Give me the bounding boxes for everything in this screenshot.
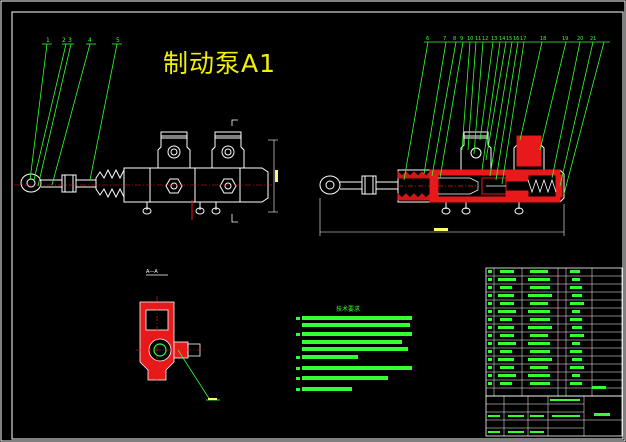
inner-border [11, 11, 624, 440]
balloon-15: 15 [506, 36, 512, 42]
technical-notes-title: 技术要求 [336, 306, 361, 313]
dimension-length [319, 198, 565, 236]
dimension-text-length [434, 228, 448, 231]
balloon-8: 8 [453, 36, 456, 42]
balloon-1: 1 [46, 37, 50, 44]
balloon-16: 16 [513, 36, 519, 42]
balloon-21: 21 [590, 36, 596, 42]
section-hatching [397, 135, 563, 203]
balloon-6: 6 [426, 36, 429, 42]
detail-dim-text [208, 398, 217, 400]
title-block [485, 395, 623, 437]
piston-internals [398, 177, 506, 195]
balloons-left: 1 2 3 4 5 [46, 37, 120, 44]
balloon-5: 5 [116, 37, 120, 44]
section-aa-detail [136, 296, 204, 384]
spring [527, 178, 557, 194]
dimension-height [268, 139, 278, 213]
leaders-left [29, 43, 122, 187]
balloon-7: 7 [443, 36, 446, 42]
balloons-right: 6 7 8 9 10 11 12 13 14 15 16 17 18 19 20… [426, 36, 596, 42]
section-arrows [231, 119, 238, 223]
parts-list [485, 267, 623, 397]
balloon-11: 11 [475, 36, 481, 42]
section-aa-label: A—A [146, 269, 158, 275]
balloon-2: 2 [62, 37, 66, 44]
front-view-assembly [20, 131, 269, 215]
balloon-14: 14 [499, 36, 505, 42]
balloon-10: 10 [467, 36, 473, 42]
balloon-17: 17 [520, 36, 526, 42]
leader-aa [177, 349, 211, 401]
balloon-3: 3 [68, 37, 72, 44]
balloon-18: 18 [540, 36, 546, 42]
balloon-19: 19 [562, 36, 568, 42]
dimension-text-height [275, 170, 278, 182]
balloon-20: 20 [577, 36, 583, 42]
balloon-13: 13 [491, 36, 497, 42]
drawing-title: 制动泵A1 [163, 49, 277, 78]
technical-notes [296, 316, 412, 391]
balloon-12: 12 [482, 36, 488, 42]
leaders-right [403, 41, 610, 195]
balloon-4: 4 [88, 37, 92, 44]
balloon-9: 9 [460, 36, 463, 42]
